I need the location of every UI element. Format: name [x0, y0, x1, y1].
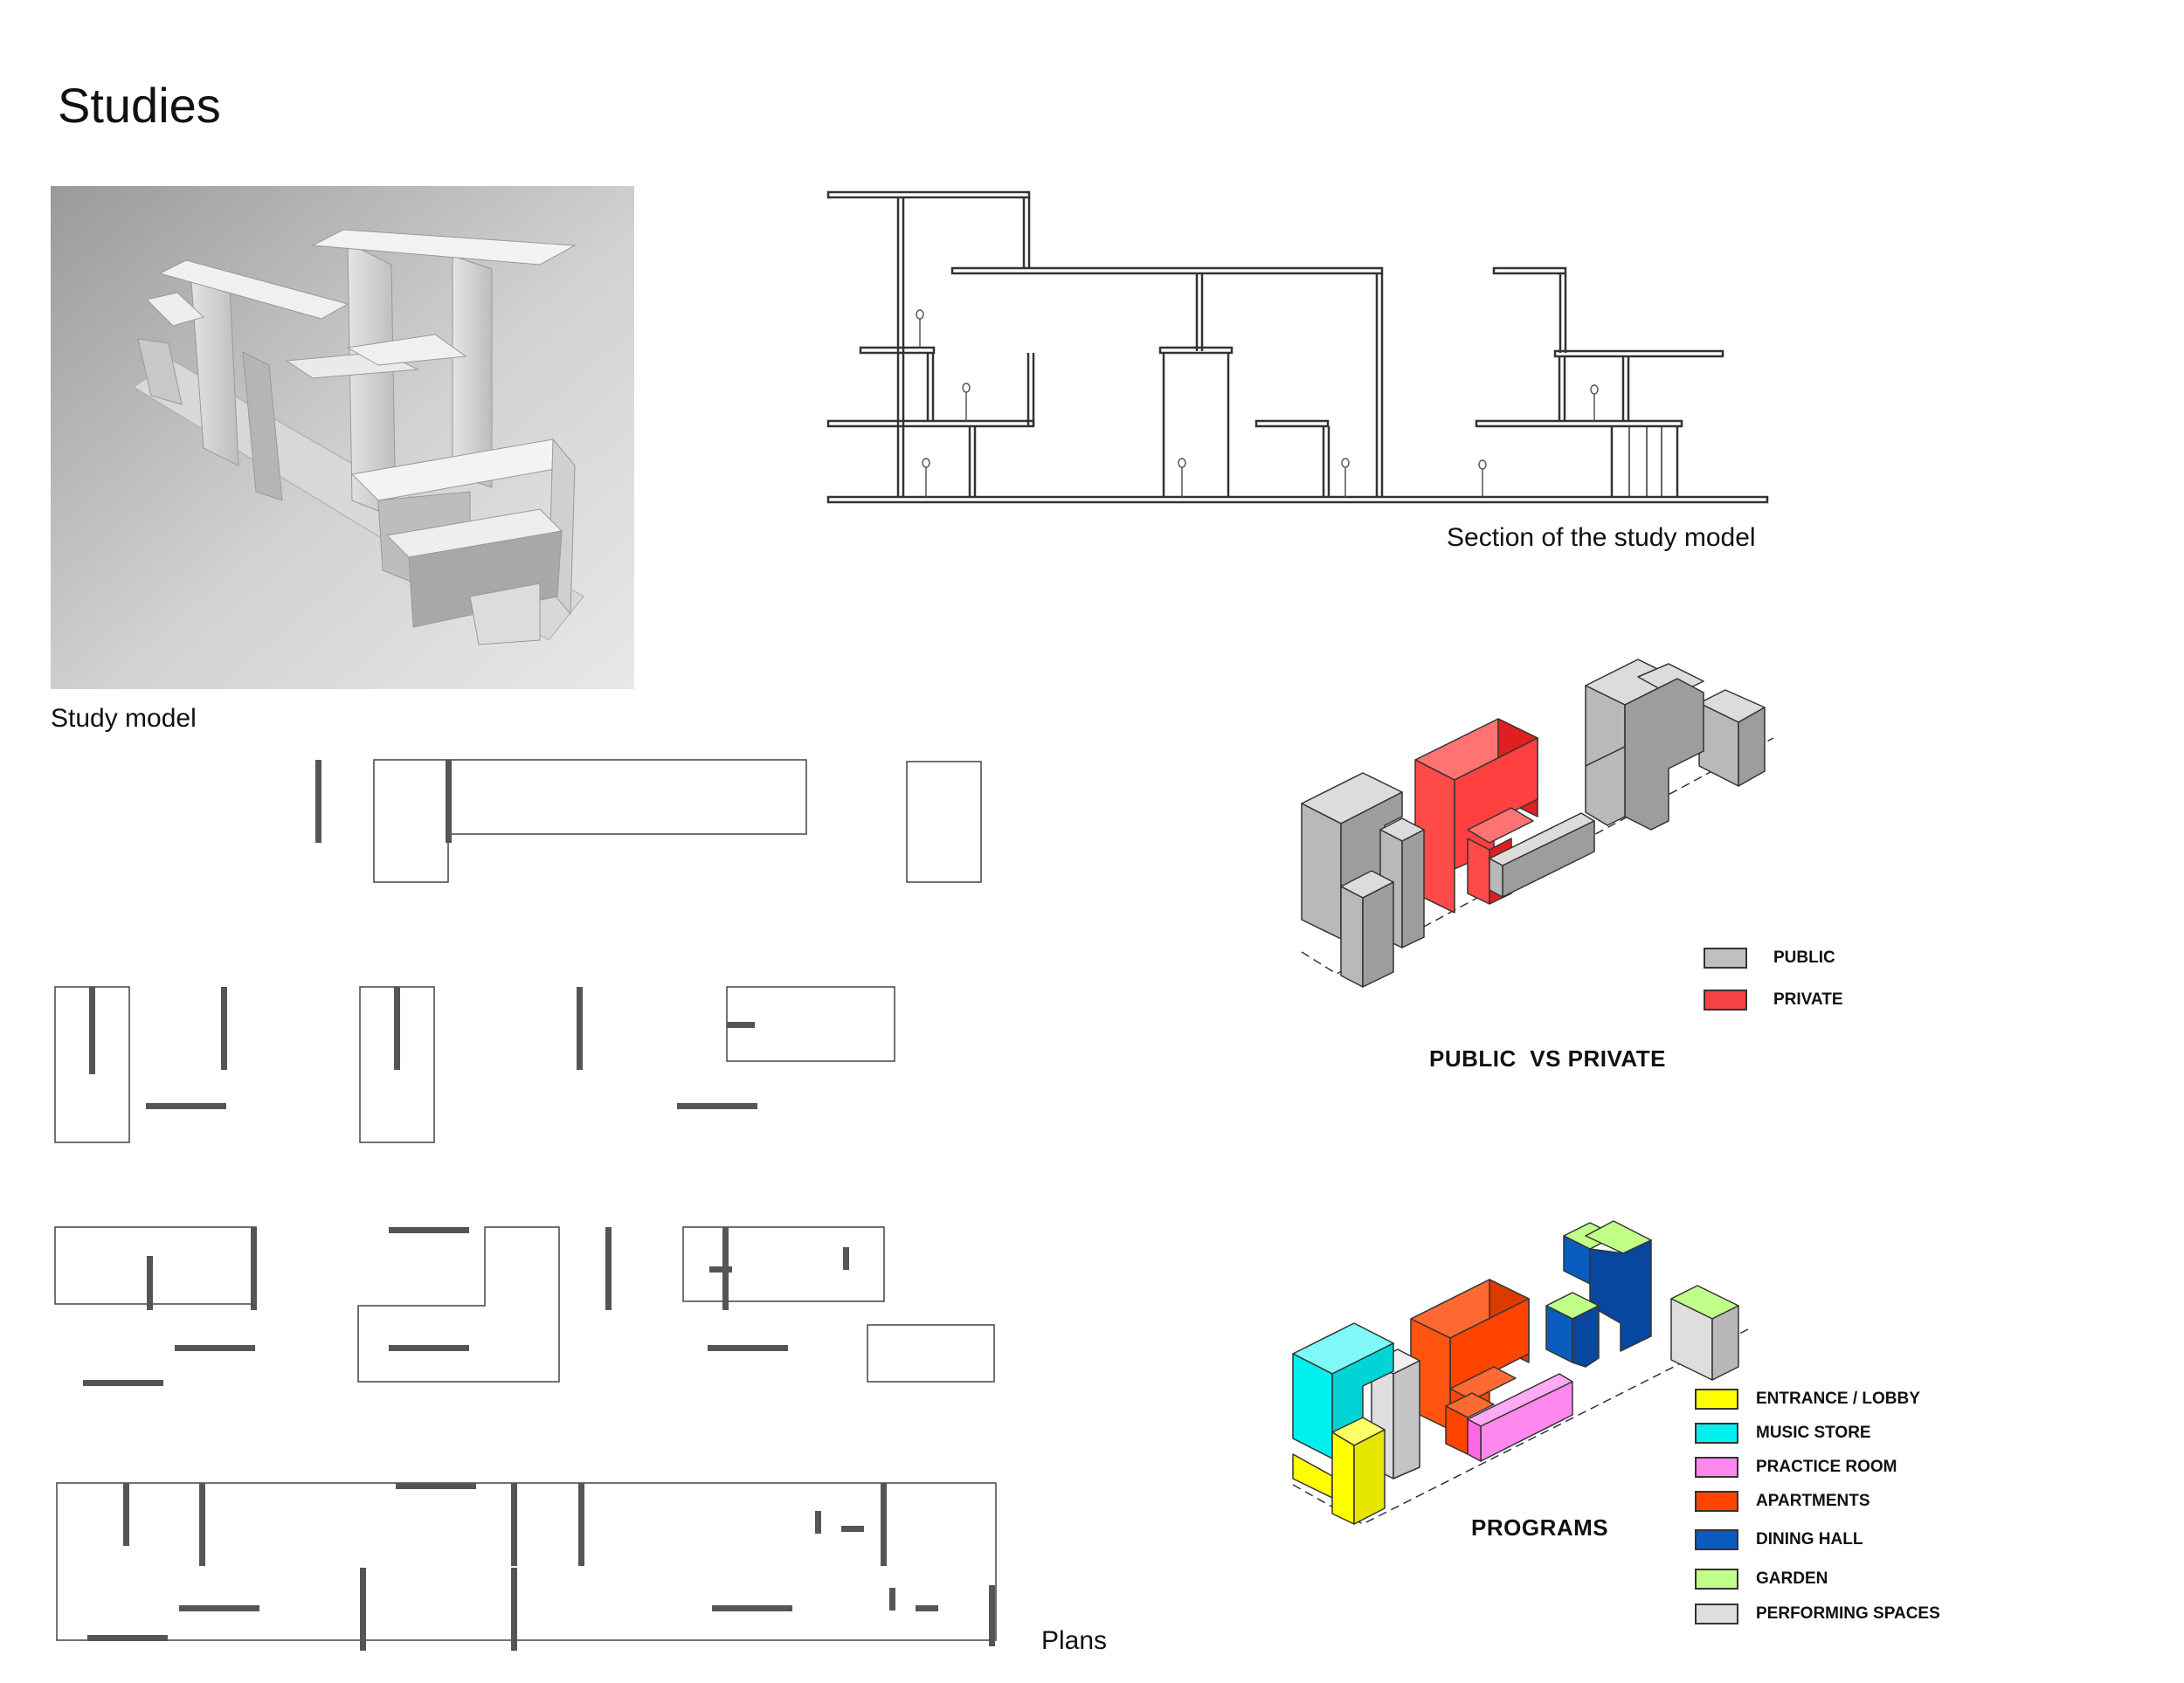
legend-item-dining-hall: DINING HALL	[1695, 1529, 1863, 1550]
programs-title: PROGRAMS	[1471, 1514, 1609, 1541]
legend-label: PRACTICE ROOM	[1756, 1458, 1897, 1476]
legend-label: DINING HALL	[1756, 1530, 1863, 1548]
legend-item-practice-room: PRACTICE ROOM	[1695, 1457, 1897, 1478]
legend-item-performing-spaces: PERFORMING SPACES	[1695, 1604, 1940, 1624]
legend-item-public: PUBLIC	[1704, 948, 1835, 969]
section-drawing	[826, 190, 1769, 504]
section-caption: Section of the study model	[1447, 523, 1756, 552]
plans-drawing	[54, 759, 997, 1651]
study-model-caption: Study model	[51, 704, 197, 733]
public-private-title: PUBLIC VS PRIVATE	[1429, 1045, 1666, 1072]
legend-item-apartments: APARTMENTS	[1695, 1491, 1870, 1512]
legend-swatch	[1695, 1529, 1738, 1550]
legend-label: GARDEN	[1756, 1569, 1828, 1588]
legend-swatch	[1704, 990, 1747, 1010]
page-title: Studies	[58, 78, 221, 133]
public-private-axonometric	[1301, 659, 1774, 988]
legend-label: PRIVATE	[1773, 990, 1843, 1009]
plans-caption: Plans	[1041, 1626, 1108, 1655]
study-model-photo	[51, 186, 634, 689]
legend-swatch	[1695, 1423, 1738, 1444]
programs-axonometric	[1292, 1220, 1752, 1525]
legend-label: PERFORMING SPACES	[1756, 1604, 1940, 1623]
legend-item-private: PRIVATE	[1704, 990, 1843, 1010]
legend-label: PUBLIC	[1773, 948, 1835, 967]
legend-swatch	[1695, 1389, 1738, 1410]
legend-swatch	[1695, 1569, 1738, 1590]
legend-label: ENTRANCE / LOBBY	[1756, 1390, 1920, 1408]
legend-swatch	[1704, 948, 1747, 969]
legend-item-garden: GARDEN	[1695, 1569, 1828, 1590]
legend-item-music-store: MUSIC STORE	[1695, 1423, 1871, 1444]
legend-item-entrance-lobby: ENTRANCE / LOBBY	[1695, 1389, 1920, 1410]
legend-swatch	[1695, 1457, 1738, 1478]
legend-label: APARTMENTS	[1756, 1492, 1870, 1510]
legend-swatch	[1695, 1604, 1738, 1624]
legend-label: MUSIC STORE	[1756, 1424, 1871, 1442]
legend-swatch	[1695, 1491, 1738, 1512]
